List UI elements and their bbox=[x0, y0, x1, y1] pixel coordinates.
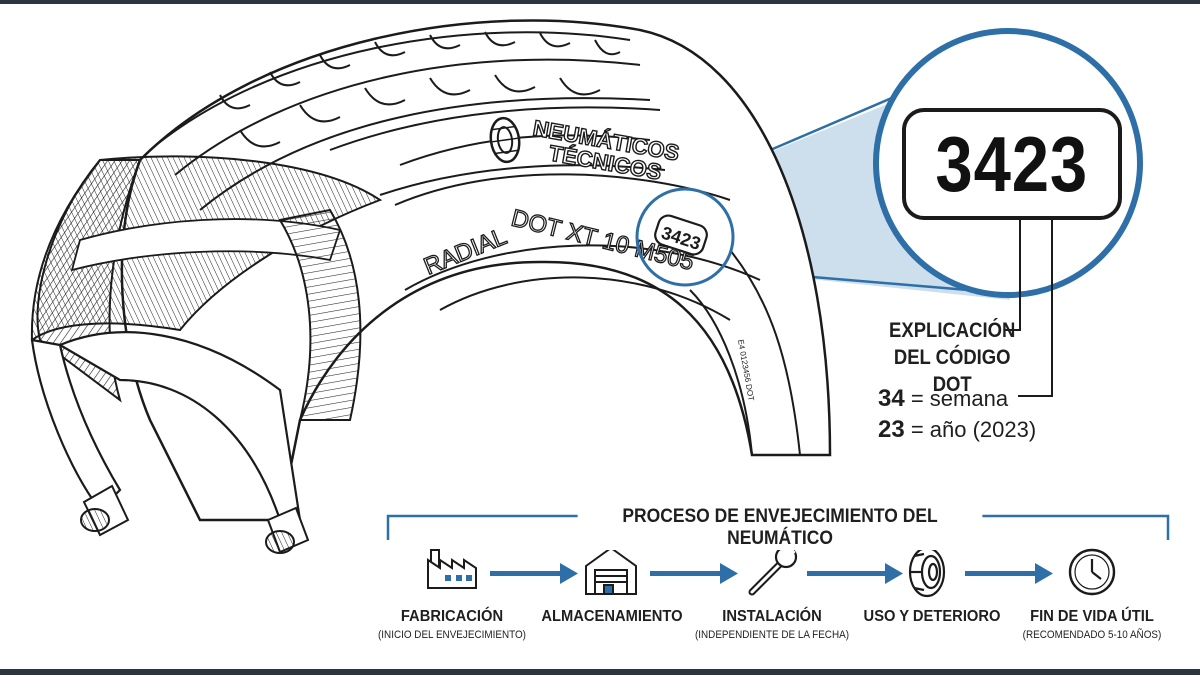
dot-code-value: 3423 bbox=[935, 119, 1089, 208]
dot-code-box: 3423 bbox=[902, 108, 1122, 220]
process-arrows bbox=[490, 563, 1053, 584]
dot-explanation-title-line1: EXPLICACIÓN bbox=[889, 319, 1016, 342]
clock-icon bbox=[1068, 548, 1116, 596]
leader-line-week bbox=[1005, 212, 1021, 331]
bottom-edge-bar bbox=[0, 669, 1200, 675]
warehouse-icon bbox=[585, 546, 637, 595]
week-explanation: 34 = semana bbox=[878, 386, 1078, 412]
step-sub-instalacion: (INDEPENDIENTE DE LA FECHA) bbox=[694, 629, 850, 641]
year-text: = año (2023) bbox=[910, 417, 1037, 442]
dot-explanation-title-line2: DEL CÓDIGO DOT bbox=[893, 346, 1011, 396]
week-number: 34 bbox=[878, 385, 905, 412]
bead-left bbox=[80, 484, 130, 537]
step-label-uso: USO Y DETERIORO bbox=[863, 608, 1001, 625]
process-title: PROCESO DE ENVEJECIMIENTO DEL NEUMÁTICO bbox=[577, 506, 983, 550]
magnifier-small-circle bbox=[635, 187, 735, 287]
step-label-fin: FIN DE VIDA ÚTIL bbox=[1030, 608, 1154, 625]
year-number: 23 bbox=[878, 416, 905, 443]
section-sidewall bbox=[278, 208, 362, 421]
wrench-icon bbox=[748, 545, 798, 596]
step-sub-fin: (RECOMENDADO 5-10 AÑOS) bbox=[1022, 629, 1162, 641]
dot-explanation-title: EXPLICACIÓN DEL CÓDIGO DOT bbox=[873, 317, 1031, 398]
tire-icon bbox=[908, 546, 946, 598]
dot-date-box bbox=[654, 214, 708, 256]
tire-shell bbox=[120, 19, 832, 522]
step-label-instalacion: INSTALACIÓN bbox=[722, 608, 822, 625]
sidewall-rings bbox=[394, 173, 801, 456]
step-sub-fabricacion: (INICIO DEL ENVEJECIMIENTO) bbox=[378, 629, 526, 641]
bead-right bbox=[265, 506, 310, 554]
week-text: = semana bbox=[910, 386, 1009, 411]
brand-tire-icon bbox=[489, 116, 521, 164]
top-edge-bar bbox=[0, 0, 1200, 4]
step-label-almacenamiento: ALMACENAMIENTO bbox=[541, 608, 683, 625]
year-explanation: 23 = año (2023) bbox=[878, 417, 1078, 443]
step-label-fabricacion: FABRICACIÓN bbox=[400, 608, 504, 625]
leader-line-year bbox=[1018, 212, 1053, 397]
factory-icon bbox=[427, 549, 477, 589]
tread-pattern bbox=[149, 31, 666, 211]
